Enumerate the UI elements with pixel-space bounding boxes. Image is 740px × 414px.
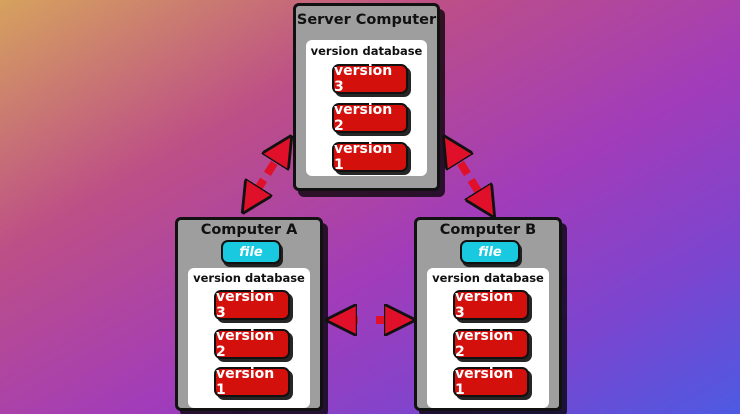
server-computer: Server Computer version database version… [293,3,440,191]
computer-a-file[interactable]: file [221,240,281,264]
computer-b-version-2[interactable]: version 2 [453,328,529,360]
computer-b-title: Computer B [439,222,537,238]
arrow-server-to-b [450,146,488,207]
computer-a-title: Computer A [200,222,298,238]
server-version-3[interactable]: version 3 [332,63,408,95]
computer-b-file[interactable]: file [460,240,520,264]
server-db-label: version database [310,44,423,58]
server-version-database: version database version 3 version 2 ver… [306,40,427,176]
computer-a-version-2[interactable]: version 2 [214,328,290,360]
computer-a: Computer A file version database version… [175,217,323,411]
computer-b: Computer B file version database version… [414,217,562,411]
computer-b-version-3[interactable]: version 3 [453,289,529,321]
server-version-1[interactable]: version 1 [332,141,408,173]
computer-a-version-1[interactable]: version 1 [214,366,290,398]
computer-a-version-3[interactable]: version 3 [214,289,290,321]
computer-b-version-database: version database version 3 version 2 ver… [427,268,549,408]
computer-a-version-database: version database version 3 version 2 ver… [188,268,310,408]
server-version-2[interactable]: version 2 [332,102,408,134]
server-computer-title: Server Computer [296,12,437,28]
computer-a-db-label: version database [193,271,305,285]
arrow-server-to-a [249,146,285,203]
computer-b-db-label: version database [432,271,544,285]
computer-b-version-1[interactable]: version 1 [453,366,529,398]
